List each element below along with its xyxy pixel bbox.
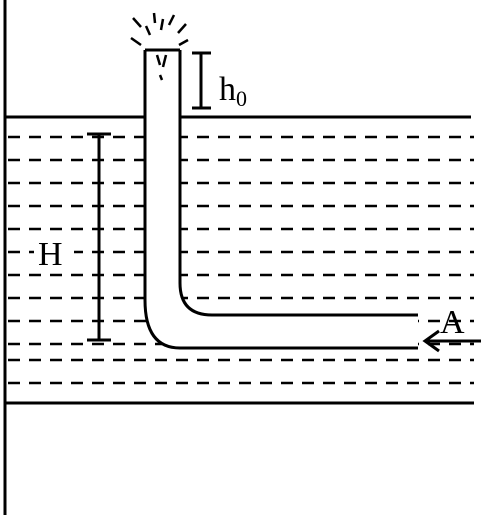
spray-line: [161, 54, 168, 68]
H-label: H: [38, 236, 63, 273]
h0-dimension: [192, 51, 211, 110]
A-label: A: [440, 304, 465, 341]
spray-line: [178, 38, 189, 47]
tube-outer-wall: [143, 50, 418, 350]
H-dimension: [87, 132, 111, 342]
tube-inner-wall: [178, 50, 418, 317]
spray-line: [155, 54, 162, 66]
tube-interior: [145, 50, 418, 348]
h0-letter: h: [219, 71, 236, 108]
spray-line: [130, 36, 142, 47]
spray-line: [177, 23, 187, 34]
H-label-backdrop: [34, 232, 74, 272]
spray-line: [159, 18, 165, 31]
h0-subscript: 0: [236, 86, 247, 111]
spray-line: [167, 14, 176, 26]
spray-line: [144, 25, 152, 36]
arrow-head: [422, 329, 440, 353]
tube-walls: [143, 48, 418, 350]
spray-line: [132, 17, 142, 28]
spray-line: [152, 12, 157, 24]
h0-label: h0: [219, 71, 247, 111]
spray-line: [158, 74, 164, 81]
inflow-arrow: [422, 329, 481, 353]
water-spray: [130, 12, 189, 81]
